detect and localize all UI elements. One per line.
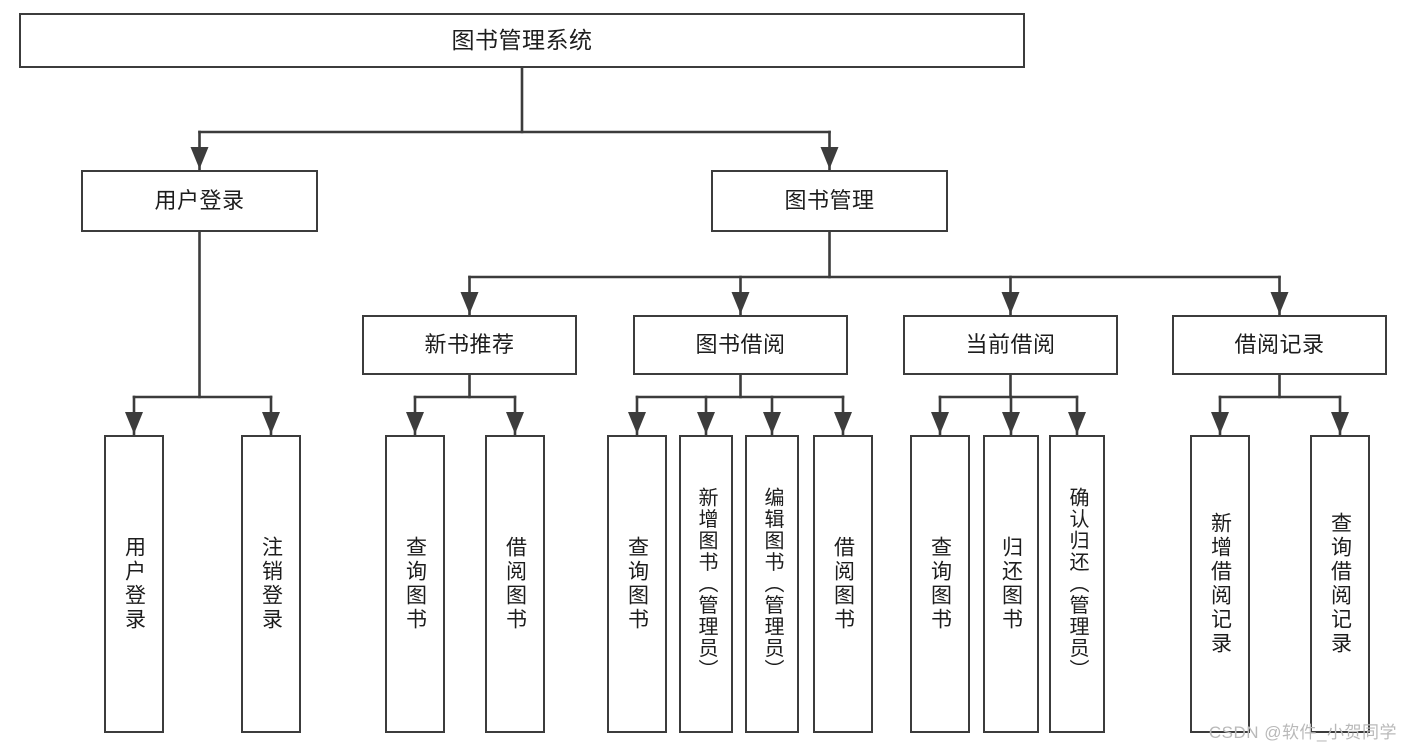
connector-arrowhead (406, 412, 424, 434)
node-label: 归还图书 (999, 536, 1023, 632)
node-label: 注销登录 (259, 536, 283, 632)
node-label: 借阅记录 (1234, 332, 1325, 358)
node-label: 查询图书 (625, 536, 649, 632)
node-label: 当前借阅 (965, 332, 1056, 358)
node-b_query[interactable]: 查询图书 (607, 435, 667, 733)
connector-arrowhead (1270, 292, 1289, 314)
node-label: 新增图书（管理员） (695, 487, 717, 681)
node-r_query[interactable]: 查询借阅记录 (1310, 435, 1370, 733)
connector-arrowhead (1001, 292, 1020, 314)
node-newrec[interactable]: 新书推荐 (362, 315, 577, 375)
node-borrow[interactable]: 图书借阅 (633, 315, 848, 375)
node-label: 查询图书 (928, 536, 952, 632)
connector-arrowhead (506, 412, 524, 434)
node-label: 查询借阅记录 (1328, 512, 1352, 656)
node-label: 编辑图书（管理员） (761, 487, 783, 681)
connector-arrowhead (763, 412, 781, 434)
connector-arrowhead (697, 412, 715, 434)
node-n_query[interactable]: 查询图书 (385, 435, 445, 733)
node-label: 新增借阅记录 (1208, 512, 1232, 656)
connector-arrowhead (820, 147, 839, 169)
node-b_edit[interactable]: 编辑图书（管理员） (745, 435, 799, 733)
node-b_lend[interactable]: 借阅图书 (813, 435, 873, 733)
node-l_logout[interactable]: 注销登录 (241, 435, 301, 733)
connector-arrowhead (1068, 412, 1086, 434)
node-label: 查询图书 (403, 536, 427, 632)
node-label: 用户登录 (122, 536, 146, 632)
node-label: 图书管理 (784, 188, 875, 214)
connector-arrowhead (262, 412, 280, 434)
node-label: 确认归还（管理员） (1066, 487, 1088, 681)
node-r_add[interactable]: 新增借阅记录 (1190, 435, 1250, 733)
connector-arrowhead (1331, 412, 1349, 434)
connector-arrowhead (1002, 412, 1020, 434)
node-c_return[interactable]: 归还图书 (983, 435, 1039, 733)
node-label: 图书借阅 (695, 332, 786, 358)
node-label: 借阅图书 (831, 536, 855, 632)
connector-arrowhead (628, 412, 646, 434)
node-login[interactable]: 用户登录 (81, 170, 318, 232)
node-c_query[interactable]: 查询图书 (910, 435, 970, 733)
node-root[interactable]: 图书管理系统 (19, 13, 1025, 68)
node-records[interactable]: 借阅记录 (1172, 315, 1387, 375)
connector-arrowhead (731, 292, 750, 314)
node-label: 新书推荐 (424, 332, 515, 358)
node-current[interactable]: 当前借阅 (903, 315, 1118, 375)
connector-arrowhead (460, 292, 479, 314)
node-l_login[interactable]: 用户登录 (104, 435, 164, 733)
node-label: 图书管理系统 (451, 26, 593, 53)
node-c_confirm[interactable]: 确认归还（管理员） (1049, 435, 1105, 733)
node-label: 用户登录 (154, 188, 245, 214)
connector-arrowhead (1211, 412, 1229, 434)
node-b_add[interactable]: 新增图书（管理员） (679, 435, 733, 733)
connector-arrowhead (125, 412, 143, 434)
connector-arrowhead (931, 412, 949, 434)
connector-arrowhead (834, 412, 852, 434)
csdn-watermark: CSDN @软件_小贺同学 (1208, 723, 1397, 742)
node-label: 借阅图书 (503, 536, 527, 632)
node-bookmgmt[interactable]: 图书管理 (711, 170, 948, 232)
connector-arrowhead (190, 147, 209, 169)
node-n_borrow[interactable]: 借阅图书 (485, 435, 545, 733)
